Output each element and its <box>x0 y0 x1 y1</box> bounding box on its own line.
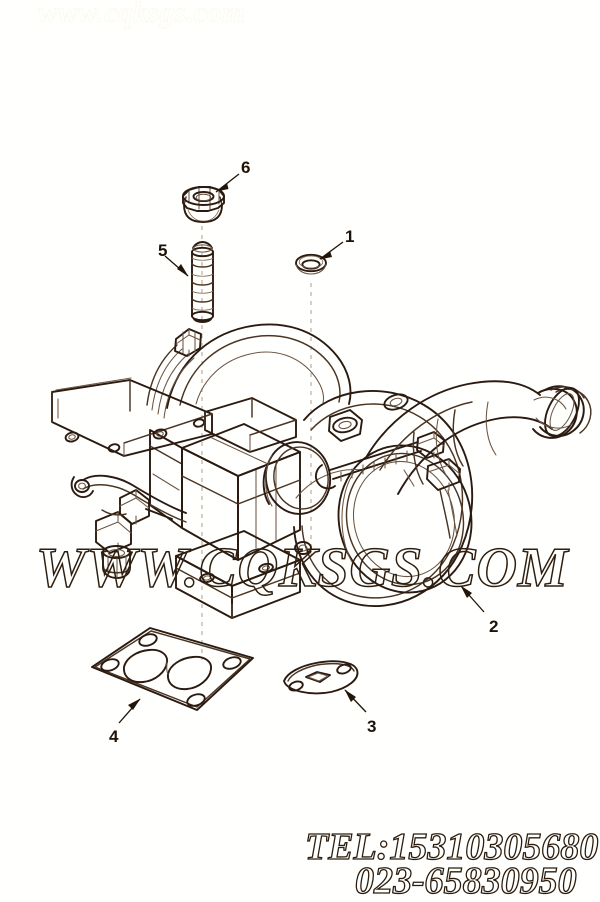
oil-feed-line <box>314 431 445 490</box>
callout-3: 3 <box>367 717 377 736</box>
callout-leaders <box>118 173 485 724</box>
part-oil-drain-gasket <box>283 660 359 695</box>
watermark-telephone-secondary: 023-65830950 <box>354 860 577 902</box>
compressor-outlet-elbow <box>366 380 592 539</box>
callout-1: 1 <box>345 227 355 246</box>
callout-5: 5 <box>158 241 168 260</box>
part-mount-gasket <box>91 627 254 711</box>
watermark-site-url: WWW.CQKSGS.COM <box>35 537 569 599</box>
part-stud <box>191 241 214 323</box>
part-hex-flange-nut <box>182 186 225 223</box>
part-sealing-washer <box>295 253 327 275</box>
bearing-housing <box>262 409 363 515</box>
callout-2: 2 <box>489 617 499 636</box>
callout-6: 6 <box>241 158 251 177</box>
part-turbocharger-assembly <box>51 323 592 619</box>
watermark-ghost: www.cqksgs.com <box>37 0 246 29</box>
watermark-telephone-primary: TEL:15310305680 <box>304 826 599 868</box>
oil-drain-boss <box>95 511 132 579</box>
callout-4: 4 <box>109 727 119 746</box>
